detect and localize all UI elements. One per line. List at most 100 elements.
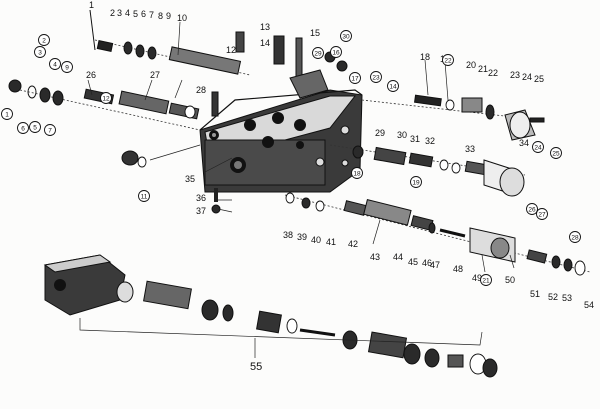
circled-part-label-1: 1 bbox=[1, 108, 13, 120]
circled-part-label-25: 25 bbox=[550, 147, 562, 159]
part-label-5: 5 bbox=[133, 9, 138, 19]
part-label-29: 29 bbox=[375, 128, 385, 138]
svg-text:4: 4 bbox=[53, 62, 57, 69]
svg-text:28: 28 bbox=[571, 235, 579, 242]
part-label-53: 53 bbox=[562, 293, 572, 303]
svg-text:2: 2 bbox=[42, 38, 46, 45]
svg-text:11: 11 bbox=[141, 194, 148, 201]
svg-text:25: 25 bbox=[552, 151, 560, 158]
part-label-43: 43 bbox=[370, 252, 380, 262]
part-label-2: 2 bbox=[110, 8, 115, 18]
circled-part-label-6: 6 bbox=[17, 122, 29, 134]
part-label-9: 9 bbox=[166, 11, 171, 21]
circled-part-label-12: 12 bbox=[100, 92, 112, 104]
part-label-26: 26 bbox=[86, 70, 96, 80]
svg-text:23: 23 bbox=[372, 75, 380, 82]
svg-text:9: 9 bbox=[65, 65, 69, 72]
circled-part-label-7: 7 bbox=[44, 124, 56, 136]
svg-text:27: 27 bbox=[538, 212, 546, 219]
circled-part-label-4: 4 bbox=[49, 58, 61, 70]
part-label-39: 39 bbox=[297, 232, 307, 242]
svg-text:7: 7 bbox=[48, 128, 52, 135]
part-label-41: 41 bbox=[326, 237, 336, 247]
part-label-13: 13 bbox=[260, 22, 270, 32]
part-label-3: 3 bbox=[117, 8, 122, 18]
part-label-38: 38 bbox=[283, 230, 293, 240]
part-label-51: 51 bbox=[530, 289, 540, 299]
part-label-35: 35 bbox=[185, 174, 195, 184]
part-label-31: 31 bbox=[410, 134, 420, 144]
label-leaders bbox=[87, 21, 515, 273]
svg-text:17: 17 bbox=[351, 76, 359, 83]
svg-text:30: 30 bbox=[342, 34, 350, 41]
circled-part-label-28: 28 bbox=[569, 231, 581, 243]
circled-part-label-3: 3 bbox=[34, 46, 46, 58]
circled-part-label-29: 29 bbox=[312, 47, 324, 59]
right-upper-row bbox=[361, 94, 545, 141]
right-middle-row bbox=[329, 144, 526, 197]
circled-part-label-5: 5 bbox=[29, 121, 41, 133]
part-label-24: 24 bbox=[522, 72, 532, 82]
part-label-54: 54 bbox=[584, 300, 594, 310]
circled-part-label-23: 23 bbox=[370, 71, 382, 83]
circled-part-label-18: 18 bbox=[351, 167, 363, 179]
part-label-30: 30 bbox=[397, 130, 407, 140]
part-label-33: 33 bbox=[465, 144, 475, 154]
part-label-21: 21 bbox=[478, 64, 488, 74]
part-label-14: 14 bbox=[260, 38, 270, 48]
part-label-37: 37 bbox=[196, 206, 206, 216]
part-label-18: 18 bbox=[420, 52, 430, 62]
top-left-spool-row bbox=[8, 79, 201, 131]
svg-text:22: 22 bbox=[444, 58, 452, 65]
part-label-7: 7 bbox=[149, 10, 154, 20]
part-label-1: 1 bbox=[89, 0, 94, 10]
svg-text:14: 14 bbox=[389, 84, 397, 91]
svg-text:6: 6 bbox=[21, 126, 25, 133]
svg-text:5: 5 bbox=[33, 125, 37, 132]
svg-text:24: 24 bbox=[534, 145, 542, 152]
part-label-42: 42 bbox=[348, 239, 358, 249]
circled-part-label-16: 16 bbox=[330, 46, 342, 58]
part-label-34: 34 bbox=[519, 138, 529, 148]
svg-text:16: 16 bbox=[332, 50, 340, 57]
circled-part-label-21: 21 bbox=[480, 274, 492, 286]
part-label-49: 49 bbox=[472, 273, 482, 283]
circled-part-label-24: 24 bbox=[532, 141, 544, 153]
valve-body bbox=[199, 89, 363, 193]
top-bolts bbox=[211, 31, 348, 117]
circled-part-label-9: 9 bbox=[61, 61, 73, 73]
circled-part-label-30: 30 bbox=[340, 30, 352, 42]
part-label-20: 20 bbox=[466, 60, 476, 70]
top-spool-row bbox=[89, 9, 251, 76]
svg-text:19: 19 bbox=[412, 180, 420, 187]
part-label-32: 32 bbox=[425, 136, 435, 146]
part-label-45: 45 bbox=[408, 257, 418, 267]
part-label-48: 48 bbox=[453, 264, 463, 274]
circled-part-label-11: 11 bbox=[138, 190, 150, 202]
part-label-23: 23 bbox=[510, 70, 520, 80]
svg-text:21: 21 bbox=[482, 278, 490, 285]
part-label-36: 36 bbox=[196, 193, 206, 203]
part-label-10: 10 bbox=[177, 13, 187, 23]
part-label-28: 28 bbox=[196, 85, 206, 95]
part-label-8: 8 bbox=[158, 11, 163, 21]
bottom-assembly bbox=[43, 254, 498, 378]
circled-part-label-22: 22 bbox=[442, 54, 454, 66]
circled-part-label-17: 17 bbox=[349, 72, 361, 84]
svg-text:18: 18 bbox=[353, 171, 361, 178]
svg-text:12: 12 bbox=[102, 96, 110, 103]
part-label-46: 46 bbox=[422, 258, 432, 268]
part-labels: 1234567891012131415181920212223242526272… bbox=[1, 0, 594, 310]
svg-text:29: 29 bbox=[314, 51, 322, 58]
svg-text:1: 1 bbox=[5, 112, 9, 119]
part-label-15: 15 bbox=[310, 28, 320, 38]
assembly-number-label: 55 bbox=[250, 361, 262, 373]
part-label-4: 4 bbox=[125, 8, 130, 18]
lower-spool-row bbox=[284, 192, 591, 276]
part-label-27: 27 bbox=[150, 70, 160, 80]
circled-part-label-19: 19 bbox=[410, 176, 422, 188]
part-label-47: 47 bbox=[430, 260, 440, 270]
circled-part-label-14: 14 bbox=[387, 80, 399, 92]
